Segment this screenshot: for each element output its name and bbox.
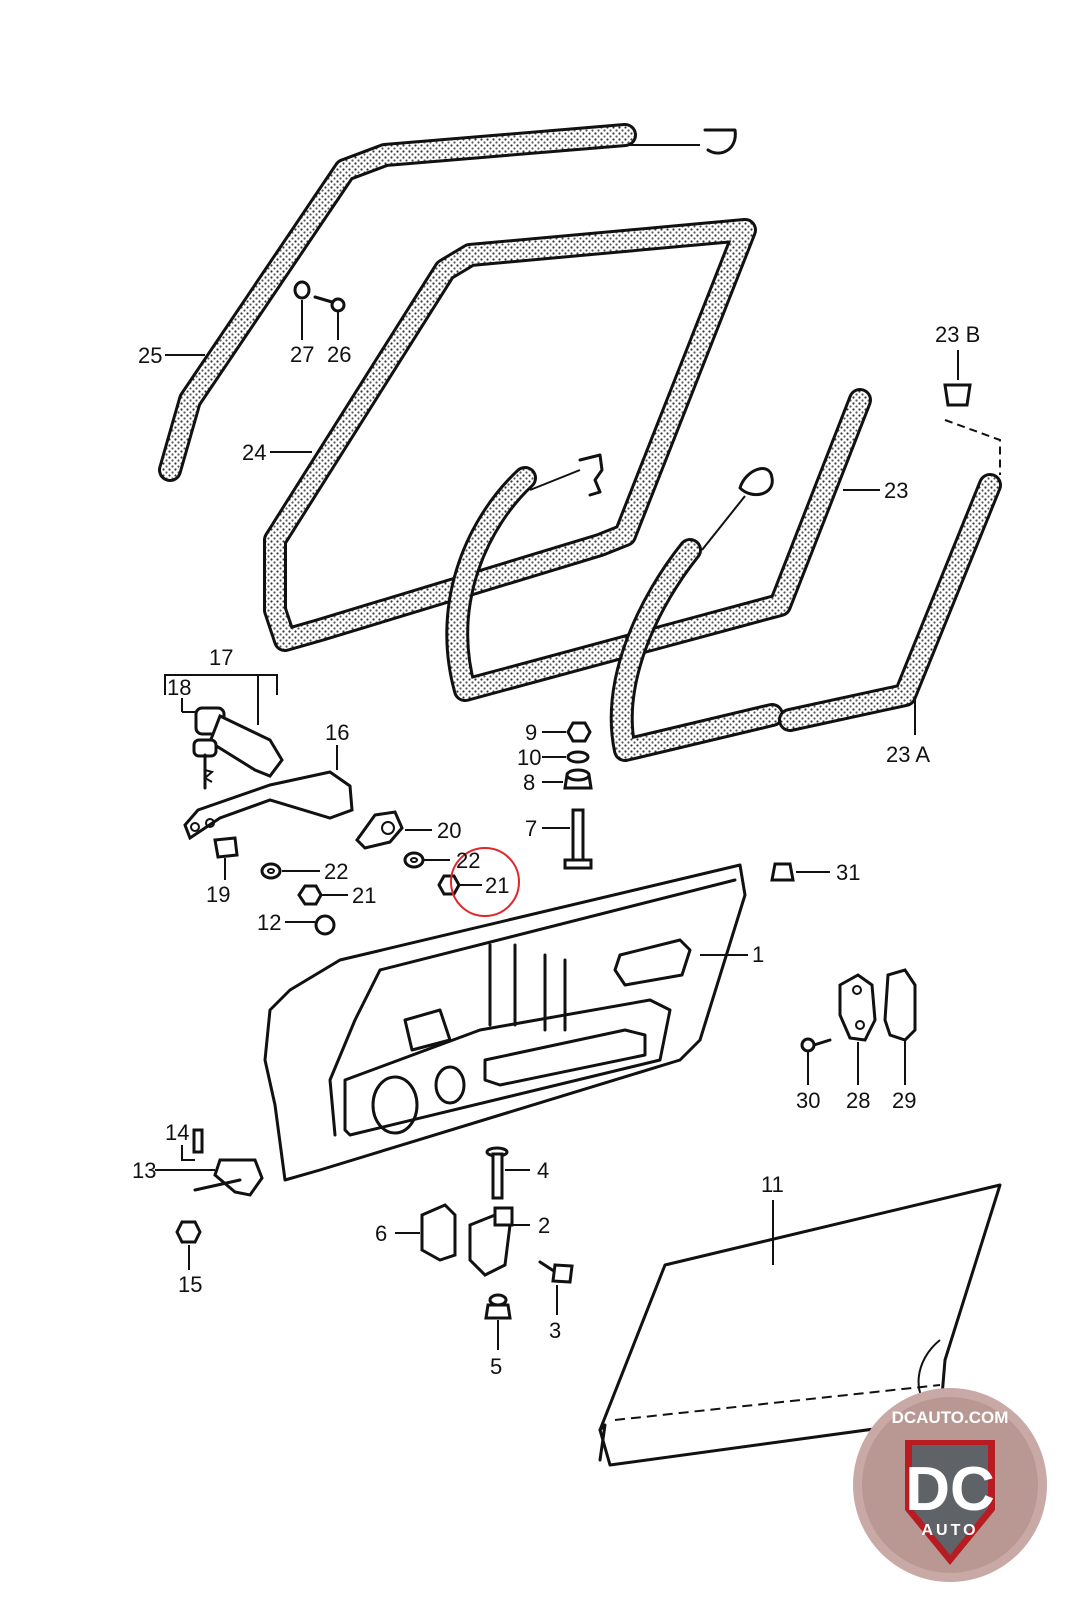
label-20: 20 (437, 818, 461, 843)
label-21-right: 21 (485, 873, 509, 898)
label-18: 18 (167, 675, 191, 700)
label-1: 1 (752, 942, 764, 967)
label-12: 12 (257, 910, 281, 935)
washer-part-22-left (260, 862, 320, 880)
label-26: 26 (327, 342, 351, 367)
bolt-part-7 (542, 808, 593, 870)
plate-part-6 (395, 1203, 457, 1262)
label-19: 19 (206, 882, 230, 907)
pin-part-4 (485, 1146, 530, 1200)
label-6: 6 (375, 1221, 387, 1246)
shim-part-29 (883, 968, 917, 1085)
screw-part-26 (313, 295, 346, 340)
pad-part-19 (213, 836, 239, 880)
label-8: 8 (523, 770, 535, 795)
clip-part-31 (770, 862, 830, 882)
label-23b: 23 B (935, 322, 980, 347)
seal-part-25 (158, 123, 737, 482)
label-23: 23 (884, 478, 908, 503)
highlight-circle (450, 847, 520, 917)
label-27: 27 (290, 342, 314, 367)
screw-part-30 (800, 1037, 832, 1085)
check-strap-part-13 (155, 1128, 264, 1197)
nut-part-21-left (297, 884, 348, 906)
door-handle-part-16 (183, 745, 354, 841)
washer-part-22-right (403, 851, 450, 869)
label-23a: 23 A (886, 742, 930, 767)
label-22-left: 22 (324, 859, 348, 884)
label-11: 11 (761, 1172, 784, 1197)
logo-top-text: DCAUTO.COM (892, 1408, 1009, 1427)
label-25: 25 (138, 343, 162, 368)
label-21-left: 21 (352, 883, 376, 908)
nut-part-9 (542, 721, 592, 743)
label-2: 2 (538, 1213, 550, 1238)
label-16: 16 (325, 720, 349, 745)
logo-mark: DC (905, 1455, 995, 1524)
striker-plate-part-28 (838, 973, 877, 1085)
label-22-right: 22 (456, 848, 480, 873)
label-9: 9 (525, 720, 537, 745)
label-24: 24 (242, 440, 266, 465)
nut-part-15 (175, 1220, 202, 1270)
label-15: 15 (178, 1272, 202, 1297)
lock-cylinder-part-17-18 (164, 674, 284, 790)
label-5: 5 (490, 1354, 502, 1379)
seal-part-23 (445, 388, 1002, 762)
label-31: 31 (836, 860, 860, 885)
clip-part-23b (943, 350, 1001, 475)
label-29: 29 (892, 1088, 916, 1113)
logo-bottom-text: AUTO (921, 1522, 978, 1539)
door-film-part-11 (598, 1183, 1002, 1467)
label-13: 13 (132, 1158, 156, 1183)
dcauto-logo: DCAUTO.COM DC AUTO (853, 1388, 1047, 1582)
label-4: 4 (537, 1158, 549, 1183)
label-7: 7 (525, 816, 537, 841)
label-14: 14 (165, 1120, 189, 1145)
label-17: 17 (209, 645, 233, 670)
washer-part-27 (293, 280, 311, 340)
hinge-part-2 (468, 1206, 530, 1277)
nut-part-21-right (437, 874, 482, 896)
door-shell-part-1 (263, 863, 748, 1182)
washer-part-10 (542, 750, 590, 764)
label-28: 28 (846, 1088, 870, 1113)
label-3: 3 (549, 1318, 561, 1343)
bushing-part-8 (542, 768, 593, 790)
cap-part-12 (285, 914, 336, 936)
label-30: 30 (796, 1088, 820, 1113)
label-10: 10 (517, 745, 541, 770)
bushing-part-5 (484, 1293, 512, 1350)
bolt-part-3 (538, 1260, 574, 1315)
escutcheon-part-20 (355, 810, 432, 850)
